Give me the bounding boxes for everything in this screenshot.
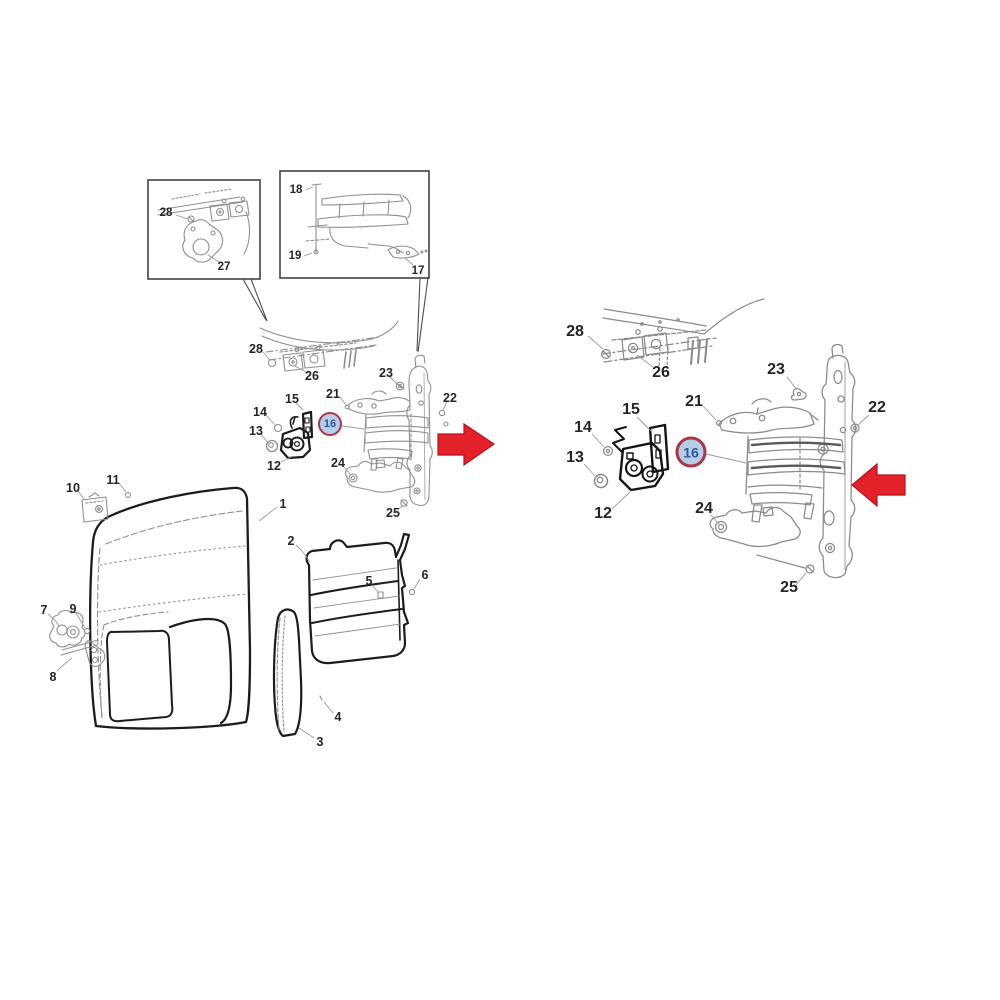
hinge-assembly-right	[709, 343, 860, 579]
arrow-right-icon	[437, 422, 496, 467]
part-label-15-right: 15	[622, 401, 640, 418]
inset-box-1	[147, 179, 261, 280]
arrow-left-icon	[851, 462, 906, 508]
part-label-12-left: 12	[267, 459, 281, 473]
part-label-22-left: 22	[443, 391, 457, 405]
part-label-27-inset: 27	[217, 261, 231, 273]
side-panel-drawing	[272, 532, 411, 738]
part-label-1-left: 1	[279, 497, 287, 511]
part-label-7-left: 7	[40, 603, 48, 617]
part-label-26-left: 26	[305, 369, 319, 383]
part-label-14-right: 14	[574, 419, 592, 436]
part-label-23-left: 23	[379, 366, 393, 380]
part-label-9-left: 9	[69, 602, 77, 616]
part-label-12-right: 12	[594, 505, 612, 522]
part-label-24-left: 24	[331, 456, 345, 470]
leader-lines	[47, 186, 870, 739]
part-label-14-left: 14	[253, 405, 267, 419]
part-label-13-left: 13	[249, 424, 263, 438]
part-label-26-right: 26	[652, 364, 670, 381]
part-label-17-inset: 17	[411, 265, 425, 277]
part-label-5-left: 5	[365, 574, 373, 588]
part-label-2-left: 2	[287, 534, 295, 548]
inset-box-2-pointer	[416, 277, 429, 353]
inset1-drawing	[157, 188, 251, 263]
part-label-11-left: 11	[106, 473, 120, 487]
part-label-10-left: 10	[66, 481, 80, 495]
latch-right-fasteners	[593, 445, 614, 489]
door-panel-drawing	[89, 486, 252, 730]
part-label-4-left: 4	[334, 710, 342, 724]
part-label-13-right: 13	[566, 449, 584, 466]
part-label-24-right: 24	[695, 500, 713, 517]
cowl-right-drawing	[600, 298, 765, 368]
part-label-28-right: 28	[566, 323, 584, 340]
door-panel-inner-lines	[96, 510, 248, 719]
part-label-19-inset: 19	[288, 250, 302, 262]
inset-box-1-pointer	[242, 278, 268, 322]
small-parts-7-11	[49, 492, 131, 667]
part-label-21-left: 21	[326, 387, 340, 401]
part-label-25-left: 25	[386, 506, 400, 520]
part-label-3-left: 3	[316, 735, 324, 749]
part-label-23-right: 23	[767, 361, 785, 378]
part-label-15-left: 15	[285, 392, 299, 406]
hinge-assembly-left	[344, 354, 449, 507]
highlighted-part-16-badge-left[interactable]: 16	[318, 412, 342, 436]
part-label-25-right: 25	[780, 579, 798, 596]
part-label-18-inset: 18	[289, 184, 303, 196]
latch-left-fasteners	[265, 423, 283, 453]
part-label-22-right: 22	[868, 399, 886, 416]
part-label-6-left: 6	[421, 568, 429, 582]
part-label-28-inset: 28	[159, 207, 173, 219]
highlighted-part-16-badge-right[interactable]: 16	[675, 436, 707, 468]
latch-right-drawing	[612, 423, 670, 492]
cowl-left-drawing	[259, 320, 399, 372]
part-label-21-right: 21	[685, 393, 703, 410]
side-panel-detail-lines	[276, 567, 416, 733]
inset2-drawing	[305, 183, 428, 259]
part-label-8-left: 8	[49, 670, 57, 684]
latch-left-drawing	[279, 410, 314, 460]
part-label-28-left: 28	[249, 342, 263, 356]
inset-boxes	[147, 170, 430, 353]
